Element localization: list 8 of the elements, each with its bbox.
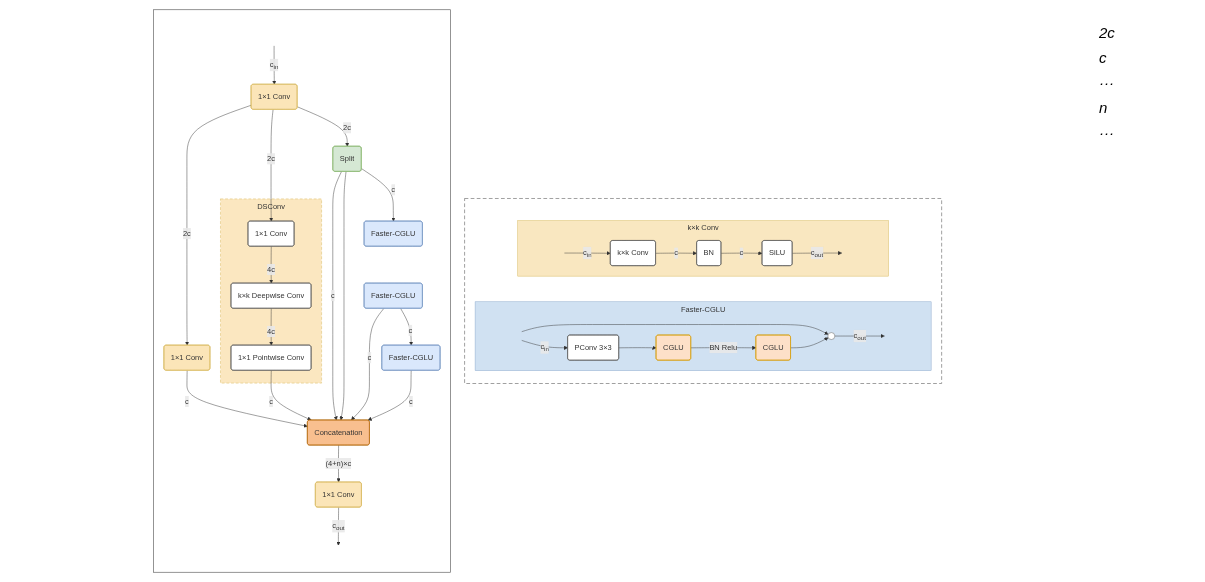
note-label: c [1099,49,1108,66]
note-label: ··· [1099,124,1115,141]
cluster [153,9,451,573]
note-label: ··· [1099,74,1115,91]
note-label: 2c [1099,24,1116,41]
note-label: n [1099,99,1109,116]
cluster [464,198,942,384]
node-circle [827,332,836,340]
